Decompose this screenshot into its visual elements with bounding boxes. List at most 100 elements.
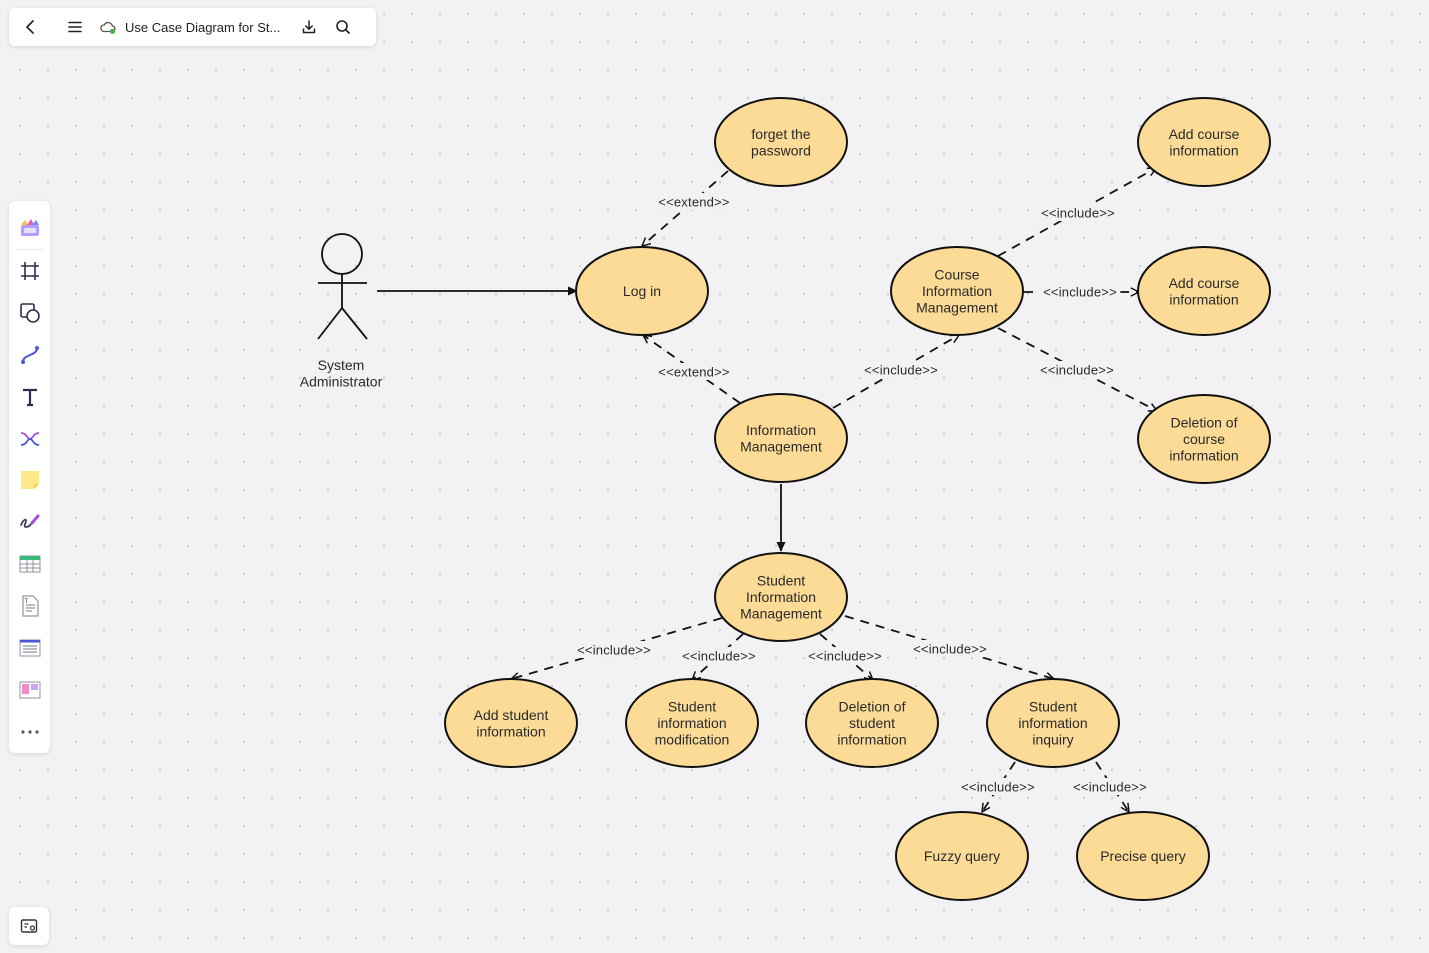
use-case-ellipse[interactable]: [714, 97, 848, 187]
use-case-precise[interactable]: Precise query: [1076, 811, 1210, 901]
relation-label: <<include>>: [1073, 780, 1147, 795]
back-button[interactable]: [17, 13, 45, 41]
relation-label: <<extend>>: [658, 195, 729, 210]
templates-button[interactable]: [15, 214, 45, 243]
search-button[interactable]: [329, 13, 357, 41]
hamburger-menu-icon: [68, 21, 82, 33]
use-case-ellipse[interactable]: [1137, 394, 1271, 484]
templates-icon: [20, 218, 39, 236]
menu-button[interactable]: [61, 13, 89, 41]
search-icon: [336, 20, 350, 34]
use-case-ellipse[interactable]: [714, 393, 848, 483]
top-toolbar: Use Case Diagram for St...: [9, 8, 376, 46]
use-case-fuzzy[interactable]: Fuzzy query: [895, 811, 1029, 901]
use-case-ellipse[interactable]: [890, 246, 1024, 336]
frame-button[interactable]: [15, 256, 45, 285]
relation-include[interactable]: <<include>>: [804, 633, 886, 681]
use-case-ellipse[interactable]: [575, 246, 709, 336]
use-case-ellipse[interactable]: [986, 678, 1120, 768]
use-case-ellipse[interactable]: [1137, 97, 1271, 187]
relation-include[interactable]: <<include>>: [997, 327, 1158, 412]
dashed-arrow-line[interactable]: [641, 170, 729, 247]
table-button[interactable]: [15, 550, 45, 579]
relation-label-background: [1037, 204, 1119, 221]
relation-include[interactable]: <<include>>: [997, 167, 1157, 257]
use-case-label: information: [1169, 142, 1238, 158]
sticky-note-button[interactable]: [15, 466, 45, 495]
dashed-arrow-line[interactable]: [844, 615, 1055, 682]
use-case-ellipse[interactable]: [714, 552, 848, 642]
use-case-ellipse[interactable]: [895, 811, 1029, 901]
dashed-arrow-line[interactable]: [997, 327, 1158, 412]
mind-map-button[interactable]: [15, 424, 45, 453]
list-button[interactable]: [15, 634, 45, 663]
shape-icon: [19, 302, 40, 323]
use-case-label: Precise query: [1100, 848, 1186, 864]
use-case-label: information: [1169, 291, 1238, 307]
relation-label: <<include>>: [808, 649, 882, 664]
dashed-arrow-line[interactable]: [981, 761, 1016, 813]
text-button[interactable]: [15, 382, 45, 411]
dashed-arrow-line[interactable]: [510, 617, 723, 682]
relation-extend[interactable]: <<extend>>: [642, 334, 741, 404]
relation-extend[interactable]: <<extend>>: [641, 170, 731, 247]
table-icon: [19, 555, 40, 573]
document-button[interactable]: T: [15, 592, 45, 621]
dashed-arrow-line[interactable]: [997, 167, 1157, 257]
use-case-ellipse[interactable]: [1076, 811, 1210, 901]
document-icon: T: [21, 595, 39, 617]
use-case-label: Add course: [1169, 126, 1240, 142]
cloud-status[interactable]: [97, 13, 119, 41]
use-case-label: Add course: [1169, 275, 1240, 291]
pen-button[interactable]: [15, 508, 45, 537]
relation-label-background: [1039, 283, 1121, 300]
use-case-label: information: [1018, 715, 1087, 731]
relation-include[interactable]: <<include>>: [1069, 761, 1151, 813]
relation-include[interactable]: <<include>>: [832, 334, 960, 409]
download-button[interactable]: [295, 13, 323, 41]
use-case-label: Deletion of: [1171, 415, 1238, 431]
relation-include[interactable]: <<include>>: [844, 615, 1055, 682]
relation-include[interactable]: <<include>>: [510, 617, 723, 682]
relation-label-background: [657, 363, 731, 380]
relation-label-background: [573, 641, 655, 658]
use-case-label: information: [1169, 448, 1238, 464]
relation-include[interactable]: <<include>>: [957, 761, 1039, 813]
use-case-label: modification: [655, 732, 730, 748]
kanban-button[interactable]: [15, 676, 45, 705]
map-icon: [20, 919, 38, 933]
relation-label: <<include>>: [1040, 363, 1114, 378]
shape-button[interactable]: [15, 298, 45, 327]
minimap-button[interactable]: [9, 907, 49, 945]
use-case-ellipse[interactable]: [625, 678, 759, 768]
relation-include[interactable]: <<include>>: [678, 633, 760, 681]
more-button[interactable]: [15, 718, 45, 747]
use-case-label: Information: [746, 422, 816, 438]
use-case-login[interactable]: Log in: [575, 246, 709, 336]
use-case-ellipse[interactable]: [805, 678, 939, 768]
relation-include[interactable]: <<include>>: [1024, 283, 1140, 300]
sticky-note-icon: [20, 471, 39, 490]
use-case-label: Fuzzy query: [924, 848, 1000, 864]
use-case-ellipse[interactable]: [444, 678, 578, 768]
relation-label: <<include>>: [1043, 285, 1117, 300]
use-case-ellipse[interactable]: [1137, 246, 1271, 336]
actor-label: System: [318, 357, 365, 373]
use-case-label: student: [849, 715, 895, 731]
relation-label-background: [657, 193, 731, 210]
connector-button[interactable]: [15, 340, 45, 369]
dashed-arrow-line[interactable]: [1095, 761, 1130, 813]
dashed-arrow-line[interactable]: [642, 334, 741, 404]
